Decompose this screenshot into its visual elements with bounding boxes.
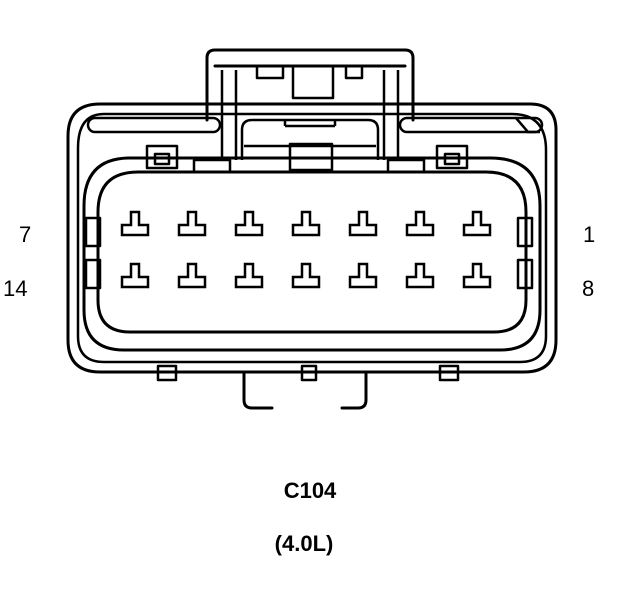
latch-tab-left xyxy=(255,64,285,80)
side-key-left-bottom xyxy=(84,258,102,290)
terminal-cavity xyxy=(177,210,207,237)
bottom-tab-center xyxy=(300,364,318,382)
top-key-1 xyxy=(192,158,232,174)
pin-label-top-right: 1 xyxy=(583,222,595,247)
terminal-cavity xyxy=(348,262,378,289)
terminal-cavity xyxy=(120,210,150,237)
pin-label-top-left: 7 xyxy=(19,222,31,247)
bottom-hook-left xyxy=(242,370,274,410)
terminal-cavity xyxy=(177,262,207,289)
terminal-cavity xyxy=(120,262,150,289)
bottom-tab-right xyxy=(438,364,460,382)
mating-face-outer xyxy=(82,156,542,352)
latch-ramp xyxy=(240,118,380,160)
bottom-tab-left xyxy=(156,364,178,382)
terminal-cavity xyxy=(405,262,435,289)
pin-label-bottom-left: 14 xyxy=(3,276,27,301)
terminal-cavity xyxy=(234,262,264,289)
corner-notch xyxy=(515,117,540,134)
terminal-cavity xyxy=(462,210,492,237)
side-key-right-bottom xyxy=(516,258,534,290)
connector-body xyxy=(66,48,558,410)
side-key-right-top xyxy=(516,216,534,248)
rib-right xyxy=(398,116,544,134)
outer-shell xyxy=(66,102,558,374)
bottom-hook-right xyxy=(340,370,368,410)
connector-variant: (4.0L) xyxy=(275,531,334,556)
inner-shell xyxy=(76,112,548,364)
terminal-cavity xyxy=(348,210,378,237)
connector-name: C104 xyxy=(284,478,337,503)
pin-label-bottom-right: 8 xyxy=(582,276,594,301)
rib-left xyxy=(86,116,222,134)
latch-block-center xyxy=(291,64,335,100)
terminal-cavity xyxy=(234,210,264,237)
terminal-cavity xyxy=(291,210,321,237)
terminal-cavity xyxy=(291,262,321,289)
terminal-cavity xyxy=(405,210,435,237)
top-key-2 xyxy=(386,158,426,174)
mating-face xyxy=(96,170,528,334)
terminal-cavity xyxy=(462,262,492,289)
top-latch xyxy=(205,48,415,122)
side-key-left-top xyxy=(84,216,102,248)
latch-tab-right xyxy=(344,64,364,80)
terminal-cavities xyxy=(120,210,492,289)
